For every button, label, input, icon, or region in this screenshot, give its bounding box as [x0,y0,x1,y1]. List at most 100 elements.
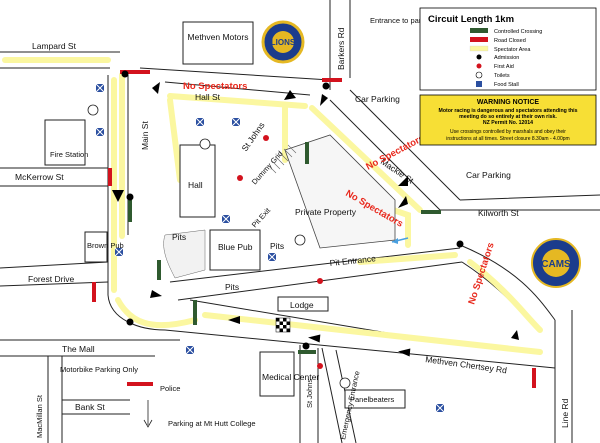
mackie-crossing [305,142,309,164]
hall-corner-arrow [152,82,160,94]
mackie-st-road [329,89,461,211]
pits-2-label: Pits [270,241,284,251]
food-stall-icon [231,117,241,127]
panelbeaters-label: Panelbeaters [350,395,394,404]
warning-title: WARNING NOTICE [477,99,540,106]
cams-logo-text: CAMS [541,259,571,270]
methven-motors-text: Methven Motors [188,32,249,42]
blue-pub-label: Blue Pub [218,242,253,252]
first-aid-icon [237,175,243,181]
mckerrow-st-road [0,167,108,187]
car-parking-1-label: Car Parking [355,94,400,104]
lodge-building [277,296,329,312]
macmillan-st-label: MacMillan St [35,394,44,438]
legend-food-stall-icon [476,81,482,87]
legend-road-closed-swatch [470,37,488,42]
brown-pub-building [84,231,108,263]
toilet-icon [199,138,211,150]
lions-logo: LIONS [261,20,305,64]
blue-pub-building [209,229,261,271]
forest-closure [92,282,96,302]
food-stall-icon [267,252,277,262]
admission-points [121,70,464,350]
st-johns-south-crossing [298,350,316,354]
main-st-crossing [128,200,132,222]
pit-entry-blue-arrowhead [392,238,398,244]
chertsey-arrow-1 [228,316,240,324]
spectator-areas [2,57,543,355]
fire-station-label: Fire Station [50,150,88,159]
legend-controlled-crossing-label: Controlled Crossing [494,29,542,35]
food-stall-icon [435,403,445,413]
no-spectators-east-label: No Spectators [466,241,496,306]
legend-spectator-area-swatch [469,45,489,52]
legend-toilets-label: Toilets [494,73,510,79]
chertsey-arrow-2 [308,334,321,343]
toilets [87,104,351,389]
medical-center-building [259,351,295,397]
no-spectators-hall-label: No Spectators [183,81,247,92]
warning-box [419,94,597,146]
mckerrow-closure [108,168,112,186]
hall-east-arrow [284,90,296,100]
lampard-st-label: Lampard St [32,41,77,51]
admission-icon [456,240,464,248]
lodge-label: Lodge [290,300,314,310]
food-stall-icon [221,214,231,224]
main-st-south-crossing [157,260,161,280]
lower-left-arrow [150,290,162,298]
mall-closure [127,382,153,386]
first-aid-icon [317,278,323,284]
main-st-label: Main St [140,121,150,150]
legend-admission-icon [476,54,482,60]
legend-controlled-crossing-swatch [470,28,488,33]
st-johns-bottom-label: St Johns [305,379,314,408]
the-mall-road [0,339,180,357]
first-aid-points [237,135,323,369]
controlled-crossings [128,142,441,354]
hall-st-label: Hall St [195,92,221,102]
line-rd-label: Line Rd [560,398,570,428]
chertsey-west-crossing [193,300,197,325]
fire-station-building [44,119,86,166]
first-aid-icon [317,363,323,369]
hall-building [179,144,216,218]
methven-motors-building [182,21,254,65]
road-closures [92,70,536,388]
admission-icon [126,193,134,201]
forest-drive-label: Forest Drive [28,274,75,284]
dummy-grid-hatch [267,144,297,174]
private-property-label: Private Property [295,207,357,217]
chertsey-arrow-3 [398,348,411,357]
barkers-closure [322,78,342,82]
line-rd-road [554,310,573,443]
legend: Circuit Length 1km Controlled Crossing R… [419,7,597,91]
legend-title: Circuit Length 1km [428,14,514,25]
forest-drive-road [0,261,109,287]
kilworth-st-label: Kilworth St [478,208,519,218]
toilet-icon [87,104,99,116]
buildings [44,21,406,409]
private-property-area [284,134,396,249]
main-st-arrow [112,190,124,202]
admission-icon [322,82,330,90]
panelbeaters-building [344,389,406,409]
lampard-closure [120,70,150,74]
lampard-st-road [0,51,120,69]
barkers-rd-road [329,0,351,90]
admission-icon [121,70,129,78]
medical-center-label: Medical Center [262,372,319,382]
the-mall-label: The Mall [62,344,95,354]
food-stall-icon [114,247,124,257]
warning-line-1: Motor racing is dangerous and spectators… [439,108,578,114]
st-johns-top-label: St Johns [239,120,266,153]
kilworth-st-road [440,194,600,211]
car-parking-2-label: Car Parking [466,170,511,180]
methven-motors-label: Methven Motors [188,32,249,42]
mckerrow-st-label: McKerrow St [15,172,64,182]
legend-road-closed-label: Road Closed [494,38,526,44]
legend-first-aid-label: First Aid [494,64,514,70]
